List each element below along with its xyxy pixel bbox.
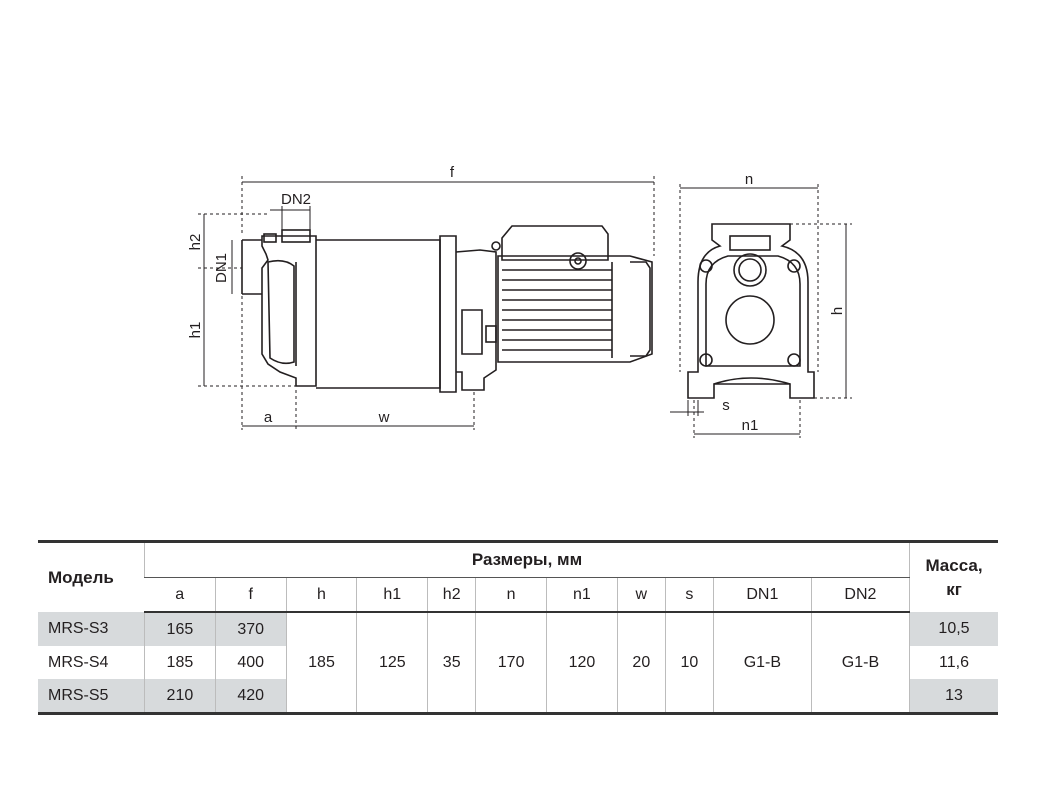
dimensions-group-header: Размеры, мм	[144, 541, 910, 578]
column-header-h1: h1	[356, 577, 428, 613]
pump-front-view	[687, 223, 815, 399]
cell-a: 165	[144, 612, 216, 646]
table-row: MRS-S5 210 420 13	[38, 679, 998, 714]
column-header-w: w	[616, 577, 666, 613]
cell-mass: 11,6	[909, 646, 998, 679]
mass-header: Масса, кг	[909, 541, 998, 612]
cell-h2: 35	[427, 612, 476, 714]
column-header-n: n	[475, 577, 547, 613]
pump-dimension-drawing: f DN2 h2 DN1 h1 a w n h s n1	[187, 164, 852, 438]
cell-a: 185	[144, 646, 216, 679]
model-cell: MRS-S4	[48, 653, 109, 671]
column-header-f: f	[214, 577, 287, 613]
column-header-s: s	[664, 577, 714, 613]
cell-dn2: G1-B	[810, 612, 910, 714]
dim-label-dn2: DN2	[281, 191, 311, 208]
mass-header-line-2: кг	[946, 579, 962, 599]
dimensions-table: Модель Размеры, мм Масса, кг a f h h1 h2…	[38, 540, 998, 715]
column-header-h: h	[285, 577, 357, 613]
cell-n: 170	[475, 612, 547, 714]
model-cell: MRS-S3	[38, 612, 145, 646]
dimension-lines	[198, 176, 852, 438]
dim-label-n: n	[745, 171, 753, 188]
cell-f: 420	[214, 679, 287, 714]
dim-label-h1: h1	[187, 322, 204, 339]
dim-label-a: a	[264, 409, 273, 426]
column-header-a: a	[144, 577, 216, 613]
cell-f: 370	[214, 612, 287, 646]
model-cell: MRS-S5	[38, 679, 145, 714]
table-row: MRS-S3 165 370 185 125 35 170 120 20 10 …	[38, 612, 998, 714]
cell-mass: 13	[909, 679, 998, 714]
column-header-n1: n1	[546, 577, 618, 613]
dim-label-h: h	[829, 307, 846, 315]
dim-label-h2: h2	[187, 234, 204, 251]
cell-w: 20	[616, 612, 666, 714]
mass-header-line-1: Масса,	[925, 555, 983, 575]
cell-f: 400	[214, 646, 287, 679]
column-header-dn2: DN2	[810, 577, 910, 613]
dim-label-s: s	[722, 397, 730, 414]
model-header: Модель	[48, 567, 114, 587]
dim-label-w: w	[378, 409, 390, 426]
cell-h: 185	[285, 612, 357, 714]
dim-label-n1: n1	[742, 417, 759, 434]
column-header-dn1: DN1	[712, 577, 812, 613]
cell-h1: 125	[356, 612, 428, 714]
cell-a: 210	[144, 679, 216, 714]
cell-dn1: G1-B	[712, 612, 812, 714]
table-row: MRS-S4 185 400 11,6	[38, 646, 998, 679]
dim-label-f: f	[450, 164, 455, 181]
column-header-h2: h2	[427, 577, 476, 613]
cell-mass: 10,5	[909, 612, 998, 646]
dim-label-dn1: DN1	[213, 253, 230, 283]
pump-side-view	[241, 225, 653, 393]
cell-n1: 120	[546, 612, 618, 714]
cell-s: 10	[664, 612, 714, 714]
